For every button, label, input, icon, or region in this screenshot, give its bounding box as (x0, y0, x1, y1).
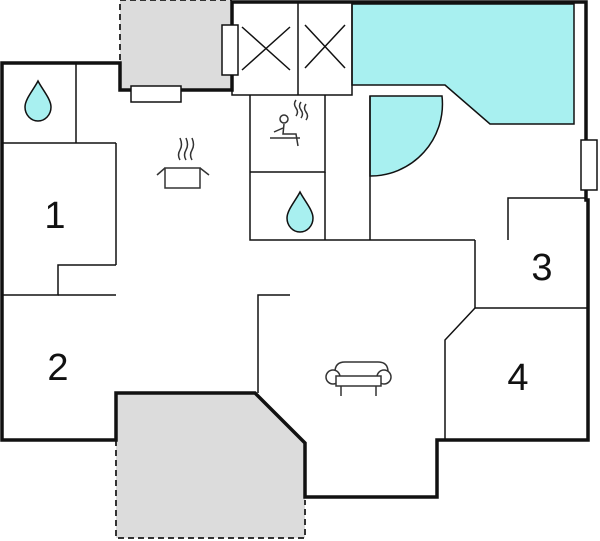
room-label-1: 1 (44, 195, 65, 237)
windows (130, 24, 598, 191)
terrace-top (119, 0, 232, 90)
terrace-bottom (115, 393, 306, 539)
room-label-4: 4 (507, 357, 528, 399)
water-drop-icon (286, 190, 314, 233)
cooking-pot-icon (156, 137, 210, 189)
technical-room-icons (241, 24, 346, 71)
sauna-icon (270, 99, 309, 147)
interior-walls (2, 2, 588, 440)
room-label-2: 2 (47, 347, 68, 389)
room-label-3: 3 (531, 247, 552, 289)
outer-wall (0, 0, 590, 499)
whirlpool (369, 95, 444, 177)
sofa-icon (325, 361, 392, 396)
water-drop-icon (24, 79, 52, 122)
